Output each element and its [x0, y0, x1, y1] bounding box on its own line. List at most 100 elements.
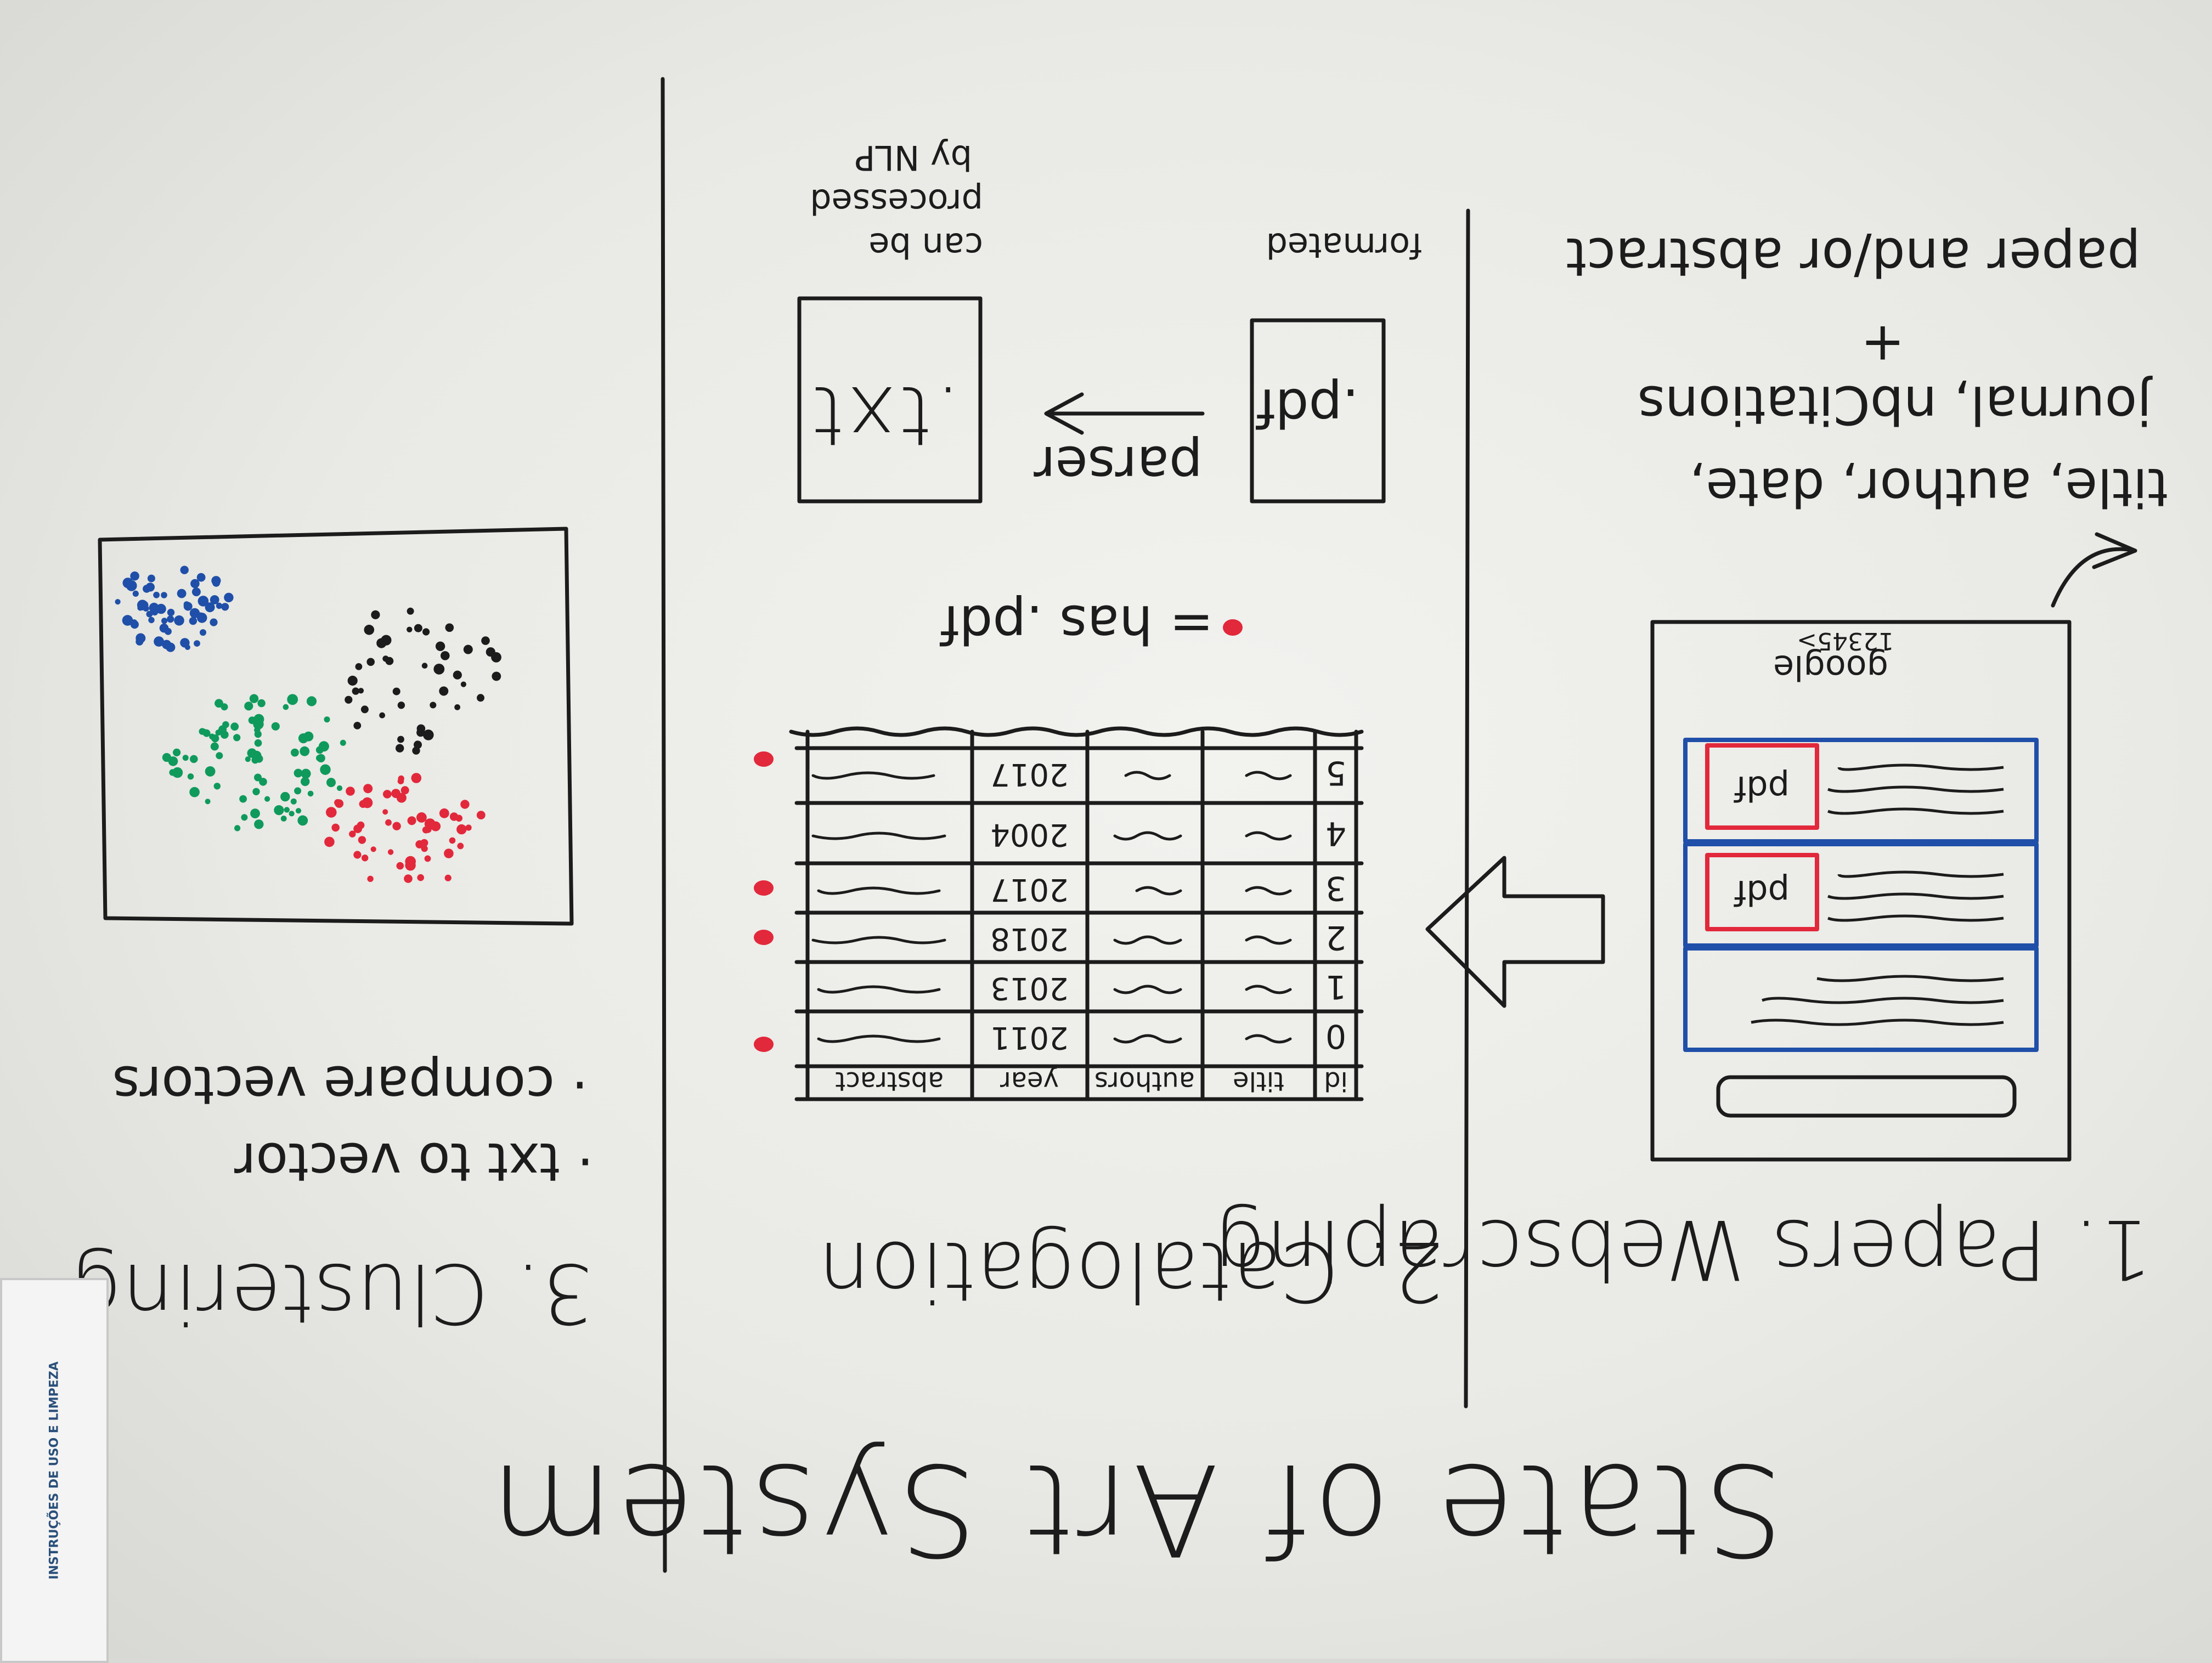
flow-arrow-1-2: [1425, 856, 1605, 1008]
scatter-dot: [147, 574, 155, 582]
scatter-dot: [167, 615, 174, 623]
table-cell-id: 3: [1325, 869, 1347, 907]
scatter-dot: [253, 714, 264, 725]
scatter-dot: [251, 756, 259, 764]
scatter-dot: [454, 704, 460, 710]
has-pdf-legend: = has .pdf: [940, 593, 1214, 655]
annotation-arrow: [2051, 547, 2137, 608]
scatter-dot: [364, 625, 375, 635]
scatter-dot: [284, 807, 290, 813]
table-cell-year: 2013: [990, 970, 1069, 1006]
pdf-thumbnail: [1705, 853, 1819, 931]
clustering-step-2: · compare vectors: [112, 1054, 588, 1116]
pdf-thumbnail: [1705, 743, 1819, 830]
metadata-note-plus: +: [1860, 314, 1905, 375]
scatter-dot: [336, 785, 343, 791]
scatter-dot: [397, 702, 405, 709]
divider-line-1: [1464, 208, 1470, 1409]
scatter-dot: [280, 816, 287, 822]
scatter-dot: [444, 849, 454, 858]
scatter-dot: [407, 626, 413, 632]
table-cell-year: 2017: [990, 872, 1069, 907]
scatter-dot: [205, 799, 211, 805]
scatter-dot: [148, 616, 155, 624]
scatter-dot: [190, 579, 200, 589]
pdf-box: [1250, 318, 1386, 504]
scatter-dot: [457, 842, 464, 850]
metadata-note-line3: paper and/or abstract: [1566, 226, 2141, 287]
section-heading-clustering: 3. Clustering: [72, 1245, 594, 1340]
scatter-dot: [398, 775, 404, 782]
scatter-dot: [271, 722, 280, 731]
table-cell-id: 2: [1325, 918, 1347, 957]
scatter-dot: [353, 722, 362, 729]
scatter-dot: [358, 688, 364, 694]
scatter-frame: [98, 527, 574, 926]
scatter-dot: [194, 640, 200, 647]
scatter-dot: [196, 573, 206, 582]
metadata-note-line2: journal, nbCitations: [1637, 374, 2152, 435]
scatter-dot: [476, 811, 486, 819]
scatter-dot: [424, 825, 432, 833]
scatter-dot: [172, 767, 183, 778]
scatter-dot: [320, 764, 331, 775]
scatter-dot: [348, 677, 355, 684]
scatter-dot: [174, 615, 184, 626]
scatter-dot: [252, 788, 260, 795]
scatter-dot: [317, 754, 325, 762]
scatter-dot: [477, 694, 484, 702]
scatter-dot: [241, 814, 248, 821]
scatter-dot: [180, 638, 190, 648]
scatter-dot: [201, 728, 207, 734]
txt-box: [797, 296, 983, 504]
scatter-dot: [463, 644, 473, 654]
scatter-dot: [280, 791, 290, 802]
scatter-dot: [198, 596, 209, 607]
scatter-dot: [191, 587, 201, 597]
table-cell-id: 1: [1325, 968, 1347, 1006]
instructions-label: INSTRUÇÕES DE USO E LIMPEZA: [0, 1278, 109, 1663]
scatter-dot: [210, 742, 219, 751]
scatter-dot: [414, 624, 422, 632]
scatter-dot: [215, 699, 223, 708]
search-bar: [1716, 1075, 2017, 1118]
scatter-dot: [383, 790, 392, 799]
table-cell-id: 4: [1325, 814, 1347, 852]
txt-caption-line2: processed: [810, 182, 983, 222]
scatter-dot: [396, 793, 407, 803]
scatter-dot: [216, 602, 223, 609]
scatter-dot: [205, 766, 216, 777]
scatter-dot: [190, 755, 198, 763]
scatter-dot: [180, 565, 189, 574]
scatter-dot: [177, 589, 187, 598]
scatter-dot: [254, 739, 262, 747]
scatter-dot: [161, 592, 167, 598]
scatter-dot: [210, 595, 219, 604]
table-header-year: year: [1000, 1066, 1059, 1096]
board-title: State of Art System: [487, 1435, 1784, 1582]
scatter-dot: [396, 862, 404, 870]
scatter-dot: [222, 721, 229, 728]
scatter-dot: [407, 816, 416, 825]
scatter-dot: [234, 825, 241, 832]
has-pdf-marker: [754, 880, 774, 896]
scatter-dot: [250, 808, 260, 818]
scatter-dot: [416, 812, 427, 823]
scatter-dot: [294, 787, 302, 795]
scatter-dot: [382, 809, 388, 815]
scatter-dot: [412, 746, 420, 755]
browser-frame: [1650, 620, 2072, 1162]
scatter-dot: [130, 571, 139, 581]
scatter-dot: [422, 628, 430, 636]
scatter-dot: [423, 729, 434, 740]
scatter-dot: [439, 808, 449, 818]
scatter-dot: [132, 590, 139, 597]
scatter-dot: [367, 875, 374, 882]
scatter-dot: [444, 874, 452, 881]
scatter-dot: [164, 627, 172, 635]
scatter-dot: [424, 855, 431, 862]
scatter-dot: [200, 629, 206, 636]
scatter-dot: [189, 608, 200, 619]
scatter-dot: [254, 727, 261, 733]
table-cell-id: 0: [1325, 1017, 1347, 1055]
